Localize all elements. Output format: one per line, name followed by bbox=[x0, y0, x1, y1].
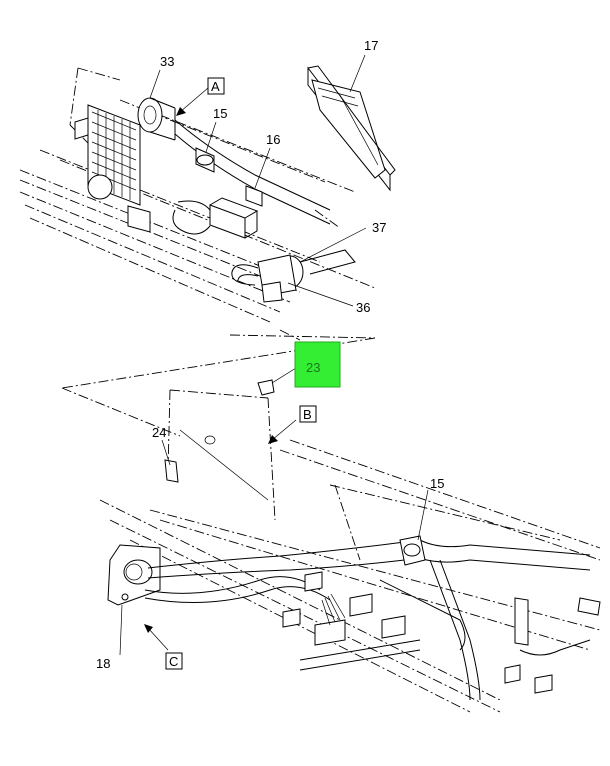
grommet-33 bbox=[137, 97, 176, 141]
view-label-b: B bbox=[299, 405, 317, 423]
callout-36: 36 bbox=[356, 300, 370, 315]
callout-33: 33 bbox=[160, 54, 174, 69]
sensor-36-37 bbox=[231, 249, 356, 303]
module-17 bbox=[307, 65, 396, 192]
view-label-c-text: C bbox=[169, 654, 178, 669]
callout-18: 18 bbox=[96, 656, 110, 671]
bracket-18 bbox=[107, 544, 161, 606]
callout-16: 16 bbox=[266, 132, 280, 147]
view-label-b-text: B bbox=[303, 407, 312, 422]
callout-15-top: 15 bbox=[213, 106, 227, 121]
connector-grid-block bbox=[74, 104, 151, 233]
harness-clip-15-upper bbox=[172, 119, 331, 235]
view-label-a: A bbox=[207, 77, 225, 95]
highlighted-part-23[interactable]: 23 bbox=[294, 341, 341, 388]
harness-clip-15-lower bbox=[399, 535, 426, 566]
connector-cluster bbox=[282, 571, 601, 694]
highlight-box[interactable] bbox=[294, 341, 341, 388]
callout-24: 24 bbox=[152, 425, 166, 440]
callout-23[interactable]: 23 bbox=[306, 360, 320, 375]
callout-17: 17 bbox=[364, 38, 378, 53]
upper-assembly-view bbox=[19, 54, 396, 341]
view-label-a-text: A bbox=[211, 79, 220, 94]
lower-assembly-view bbox=[99, 367, 601, 713]
callout-15-bottom: 15 bbox=[430, 476, 444, 491]
callout-37: 37 bbox=[372, 220, 386, 235]
relay-16 bbox=[209, 185, 263, 239]
view-label-c: C bbox=[165, 652, 183, 670]
